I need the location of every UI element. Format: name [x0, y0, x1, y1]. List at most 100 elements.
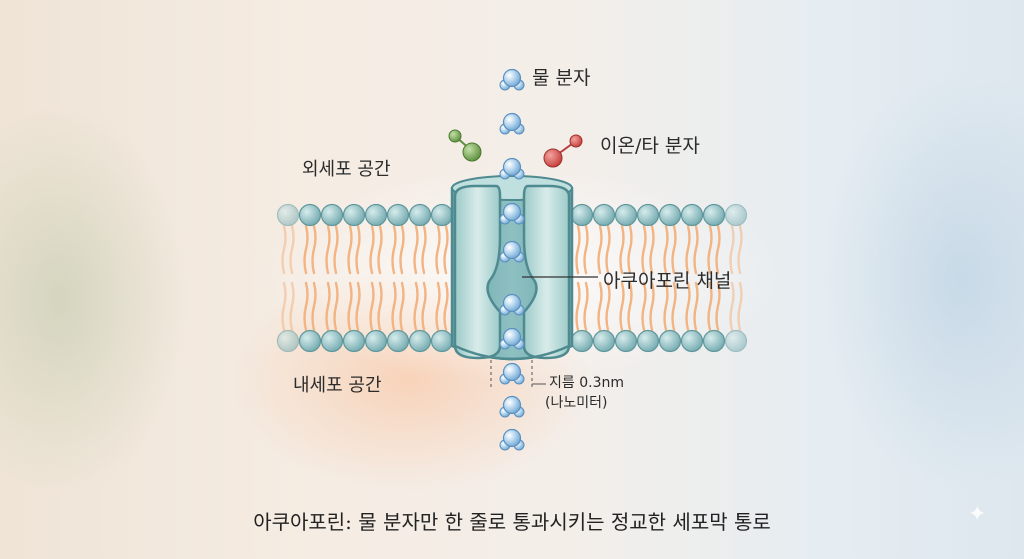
lipid-tail — [391, 281, 397, 332]
lipid-head-bottom — [364, 329, 388, 353]
lipid-head-top — [702, 203, 726, 227]
lipid-head-bottom — [592, 329, 616, 353]
water-oxygen — [502, 240, 522, 260]
diameter-label: 지름 0.3nm — [549, 375, 624, 391]
lipid-tail — [303, 281, 309, 332]
ion-molecule-label: 이온/타 분자 — [600, 135, 700, 157]
diameter-unit-label: (나노미터) — [545, 395, 608, 411]
lipid-tail — [435, 224, 441, 275]
lipid-tail — [605, 281, 611, 332]
lipid-tail — [325, 281, 331, 332]
lipid-tail — [355, 281, 361, 332]
lipid-head-bottom — [724, 329, 748, 353]
lipid-tail — [281, 281, 287, 332]
lipid-head-top — [680, 203, 704, 227]
lipid-tail — [333, 281, 339, 332]
lipid-tail — [413, 224, 419, 275]
lipid-tail — [685, 281, 691, 332]
water-molecule — [499, 157, 525, 180]
lipid-tail — [715, 281, 721, 332]
lipid-tail — [627, 224, 633, 275]
lipid-head-top — [658, 203, 682, 227]
lipid-tail — [671, 224, 677, 275]
water-oxygen — [502, 112, 522, 132]
lipid-tail — [311, 281, 317, 332]
lipid-tail — [435, 281, 441, 332]
extracellular-label: 외세포 공간 — [302, 159, 391, 180]
lipid-tail — [413, 281, 419, 332]
lipid-head-bottom — [276, 329, 300, 353]
lipid-tail — [707, 281, 713, 332]
water-molecule — [499, 112, 525, 135]
lipid-tail — [303, 224, 309, 275]
lipid-tail — [333, 224, 339, 275]
lipid-tail — [377, 281, 383, 332]
water-oxygen — [502, 395, 522, 415]
lipid-head-bottom — [342, 329, 366, 353]
lipid-tail — [399, 281, 405, 332]
lipid-tail — [421, 281, 427, 332]
lipid-head-top — [342, 203, 366, 227]
lipid-tail — [355, 224, 361, 275]
diameter-indicator — [490, 360, 546, 388]
water-molecule-label: 물 분자 — [532, 67, 591, 89]
lipid-tail — [649, 224, 655, 275]
ion-red-large — [543, 148, 563, 168]
ion-red-small — [569, 134, 583, 148]
water-molecules — [499, 68, 525, 451]
lipid-tail — [443, 224, 449, 275]
lipid-head-bottom — [658, 329, 682, 353]
lipid-head-top — [276, 203, 300, 227]
lipid-tail — [707, 224, 713, 275]
lipid-tail — [597, 224, 603, 275]
channel-label: 아쿠아포린 채널 — [603, 270, 732, 292]
lipid-head-bottom — [298, 329, 322, 353]
lipid-head-bottom — [430, 329, 454, 353]
water-oxygen — [502, 327, 522, 347]
sparkle-icon: ✦ — [968, 502, 987, 527]
lipid-tail — [729, 281, 735, 332]
lipid-tail — [627, 281, 633, 332]
lipid-tail — [575, 224, 581, 275]
lipid-tail — [619, 224, 625, 275]
lipid-head-bottom — [320, 329, 344, 353]
lipid-tail — [289, 281, 295, 332]
lipid-tail — [671, 281, 677, 332]
water-oxygen — [502, 362, 522, 382]
lipid-head-bottom — [386, 329, 410, 353]
lipid-head-bottom — [702, 329, 726, 353]
lipid-tail — [641, 281, 647, 332]
ion-green-large — [462, 142, 482, 162]
lipid-head-top — [570, 203, 594, 227]
water-oxygen — [502, 68, 522, 88]
lipid-tail — [311, 224, 317, 275]
lipid-head-top — [614, 203, 638, 227]
lipid-tail — [347, 281, 353, 332]
lipid-bilayer — [276, 203, 748, 353]
lipid-tail — [575, 281, 581, 332]
lipid-tail — [443, 281, 449, 332]
lipid-tail — [641, 224, 647, 275]
channel-left-wall — [453, 184, 502, 360]
lipid-head-top — [430, 203, 454, 227]
channel-right-wall — [522, 184, 571, 360]
lipid-tail — [663, 281, 669, 332]
water-oxygen — [502, 157, 522, 177]
lipid-head-bottom — [636, 329, 660, 353]
lipid-tail — [619, 281, 625, 332]
lipid-head-top — [386, 203, 410, 227]
lipid-head-bottom — [570, 329, 594, 353]
lipid-tail — [649, 281, 655, 332]
water-molecule — [499, 68, 525, 91]
water-molecule — [499, 395, 525, 418]
lipid-tail — [289, 224, 295, 275]
lipid-tail — [737, 224, 743, 275]
lipid-tail — [693, 281, 699, 332]
lipid-head-bottom — [680, 329, 704, 353]
caption: 아쿠아포린: 물 분자만 한 줄로 통과시키는 정교한 세포막 통로 — [253, 510, 771, 534]
lipid-head-top — [320, 203, 344, 227]
aquaporin-channel — [450, 174, 574, 361]
lipid-head-top — [724, 203, 748, 227]
lipid-tail — [729, 224, 735, 275]
